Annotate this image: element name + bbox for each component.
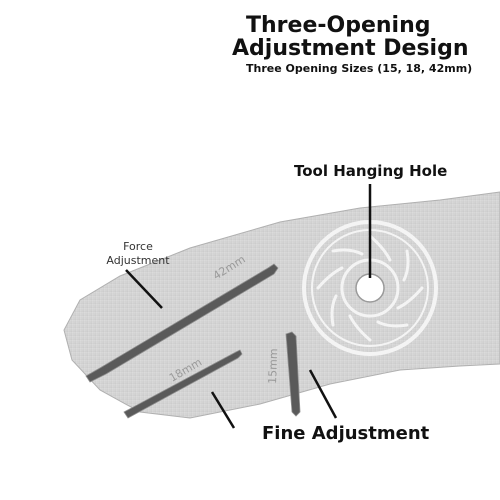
title-line-2: Adjustment Design [232,36,469,61]
slot-42mm [85,263,279,383]
callout-fine-adjustment: Fine Adjustment [262,423,430,444]
engraving-15mm: 15mm [266,348,280,384]
leader-fine-left [210,391,236,429]
slot-18mm [123,349,243,419]
subtitle: Three Opening Sizes (15, 18, 42mm) [246,62,473,75]
tool-body [63,191,500,419]
callout-hanging-hole: Tool Hanging Hole [294,162,448,180]
title-line-1: Three-Opening [246,13,431,38]
leader-fine-right [308,369,338,419]
hanging-hole [355,273,385,303]
callout-force-adjustment: Force Adjustment [88,240,188,268]
callout-force-line2: Adjustment [106,254,170,267]
leader-force [125,269,163,309]
brake-rotor-icon [302,220,438,356]
slot-15mm [285,331,301,417]
callout-force-line1: Force [123,240,153,253]
